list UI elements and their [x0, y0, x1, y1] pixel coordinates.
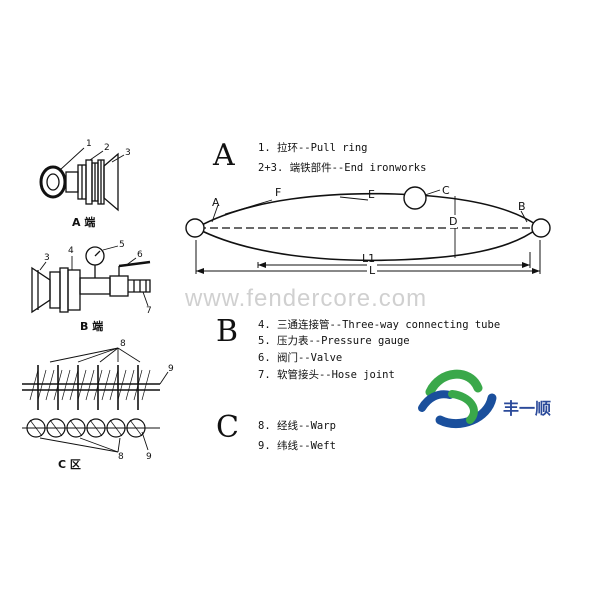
b-leaders [39, 245, 149, 307]
legend-c-item-1: 8. 经线--Warp [258, 420, 336, 432]
caption-a-end: A 端 [72, 216, 96, 229]
section-c-letter: C [216, 410, 239, 445]
airbag-body [195, 192, 540, 262]
dimension-arrows [196, 262, 540, 274]
caption-b-end: B 端 [80, 320, 104, 333]
b-end-detail [31, 246, 151, 314]
legend-b-item-2: 5. 压力表--Pressure gauge [258, 335, 410, 347]
detail-c-circle [403, 186, 427, 210]
part-number-5: 5 [119, 240, 125, 250]
section-a-letter: A [213, 138, 235, 173]
main-label-e: E [368, 188, 375, 201]
legend-b-item-3: 6. 阀门--Valve [258, 352, 343, 364]
end-ring-a [185, 218, 205, 238]
a-leaders [59, 147, 125, 171]
c-leaders [39, 347, 169, 453]
part-number-3: 3 [125, 148, 131, 158]
part-number-1: 1 [86, 139, 92, 149]
legend-c-item-2: 9. 纬线--Weft [258, 440, 336, 452]
main-label-c: C [442, 184, 450, 197]
watermark-text: www.fendercore.com [185, 285, 428, 312]
caption-c-area: C 区 [58, 458, 81, 471]
part-number-7: 7 [146, 306, 152, 316]
main-label-b: B [518, 200, 526, 213]
section-b-letter: B [216, 314, 239, 349]
part-number-8-bottom: 8 [118, 452, 124, 462]
legend-a-item-2: 2+3. 端铁部件--End ironworks [258, 162, 427, 174]
main-label-d: D [449, 215, 458, 228]
main-label-l1: L1 [362, 252, 376, 265]
legend-b-item-1: 4. 三通连接管--Three-way connecting tube [258, 319, 501, 331]
a-end-detail [39, 152, 119, 212]
part-number-9-bottom: 9 [146, 452, 152, 462]
c-area-detail [22, 365, 160, 438]
part-number-3b: 3 [44, 253, 50, 263]
end-ring-b [531, 218, 551, 238]
part-number-6: 6 [137, 250, 143, 260]
brand-name: 丰一顺 [503, 399, 552, 418]
legend-a-item-1: 1. 拉环--Pull ring [258, 142, 368, 154]
main-label-a: A [212, 196, 220, 209]
main-label-l: L [367, 264, 378, 277]
part-number-4: 4 [68, 246, 74, 256]
part-number-2: 2 [104, 143, 110, 153]
part-number-9-top: 9 [168, 364, 174, 374]
brand-logo-icon [418, 369, 497, 429]
main-label-f: F [275, 186, 282, 199]
legend-b-item-4: 7. 软管接头--Hose joint [258, 369, 395, 381]
part-number-8-top: 8 [120, 339, 126, 349]
